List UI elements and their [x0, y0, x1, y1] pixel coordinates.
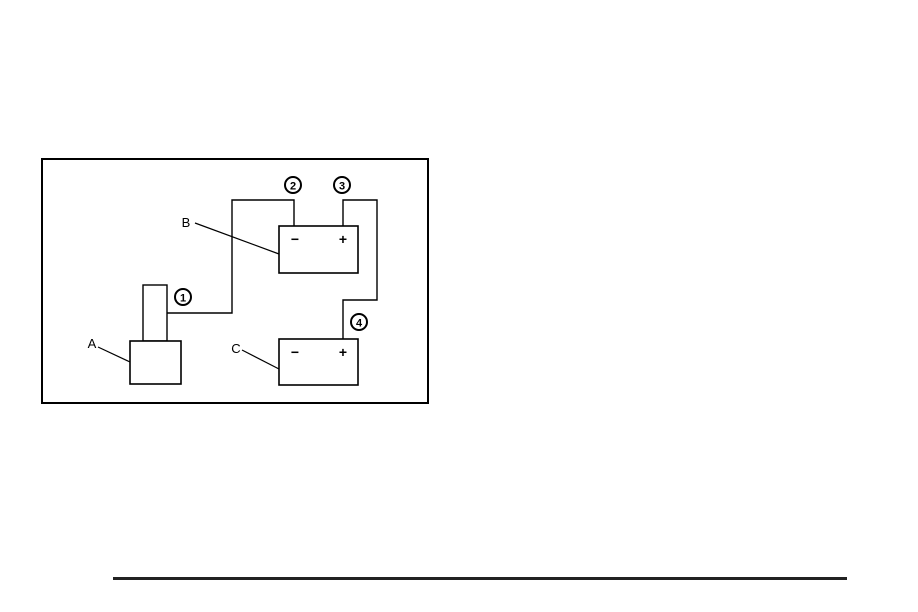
- callout-4: 4: [351, 314, 367, 330]
- component-c-positive: +: [339, 344, 347, 360]
- component-a-stem: [143, 285, 167, 341]
- label-c: C: [231, 341, 240, 356]
- component-b-negative: −: [291, 231, 299, 247]
- callout-3-text: 3: [339, 181, 345, 193]
- footer-rule: [113, 577, 847, 580]
- callout-2: 2: [285, 177, 301, 193]
- callout-1-text: 1: [180, 293, 186, 305]
- label-a: A: [88, 336, 97, 351]
- leader-a: [98, 347, 130, 362]
- callout-3: 3: [334, 177, 350, 193]
- component-b-positive: +: [339, 231, 347, 247]
- component-a-box: [130, 341, 181, 384]
- label-b: B: [182, 215, 191, 230]
- leader-b: [195, 223, 279, 254]
- callout-1: 1: [175, 289, 191, 305]
- component-c-negative: −: [291, 344, 299, 360]
- callout-4-text: 4: [356, 318, 363, 330]
- leader-c: [242, 350, 279, 369]
- callout-2-text: 2: [290, 181, 296, 193]
